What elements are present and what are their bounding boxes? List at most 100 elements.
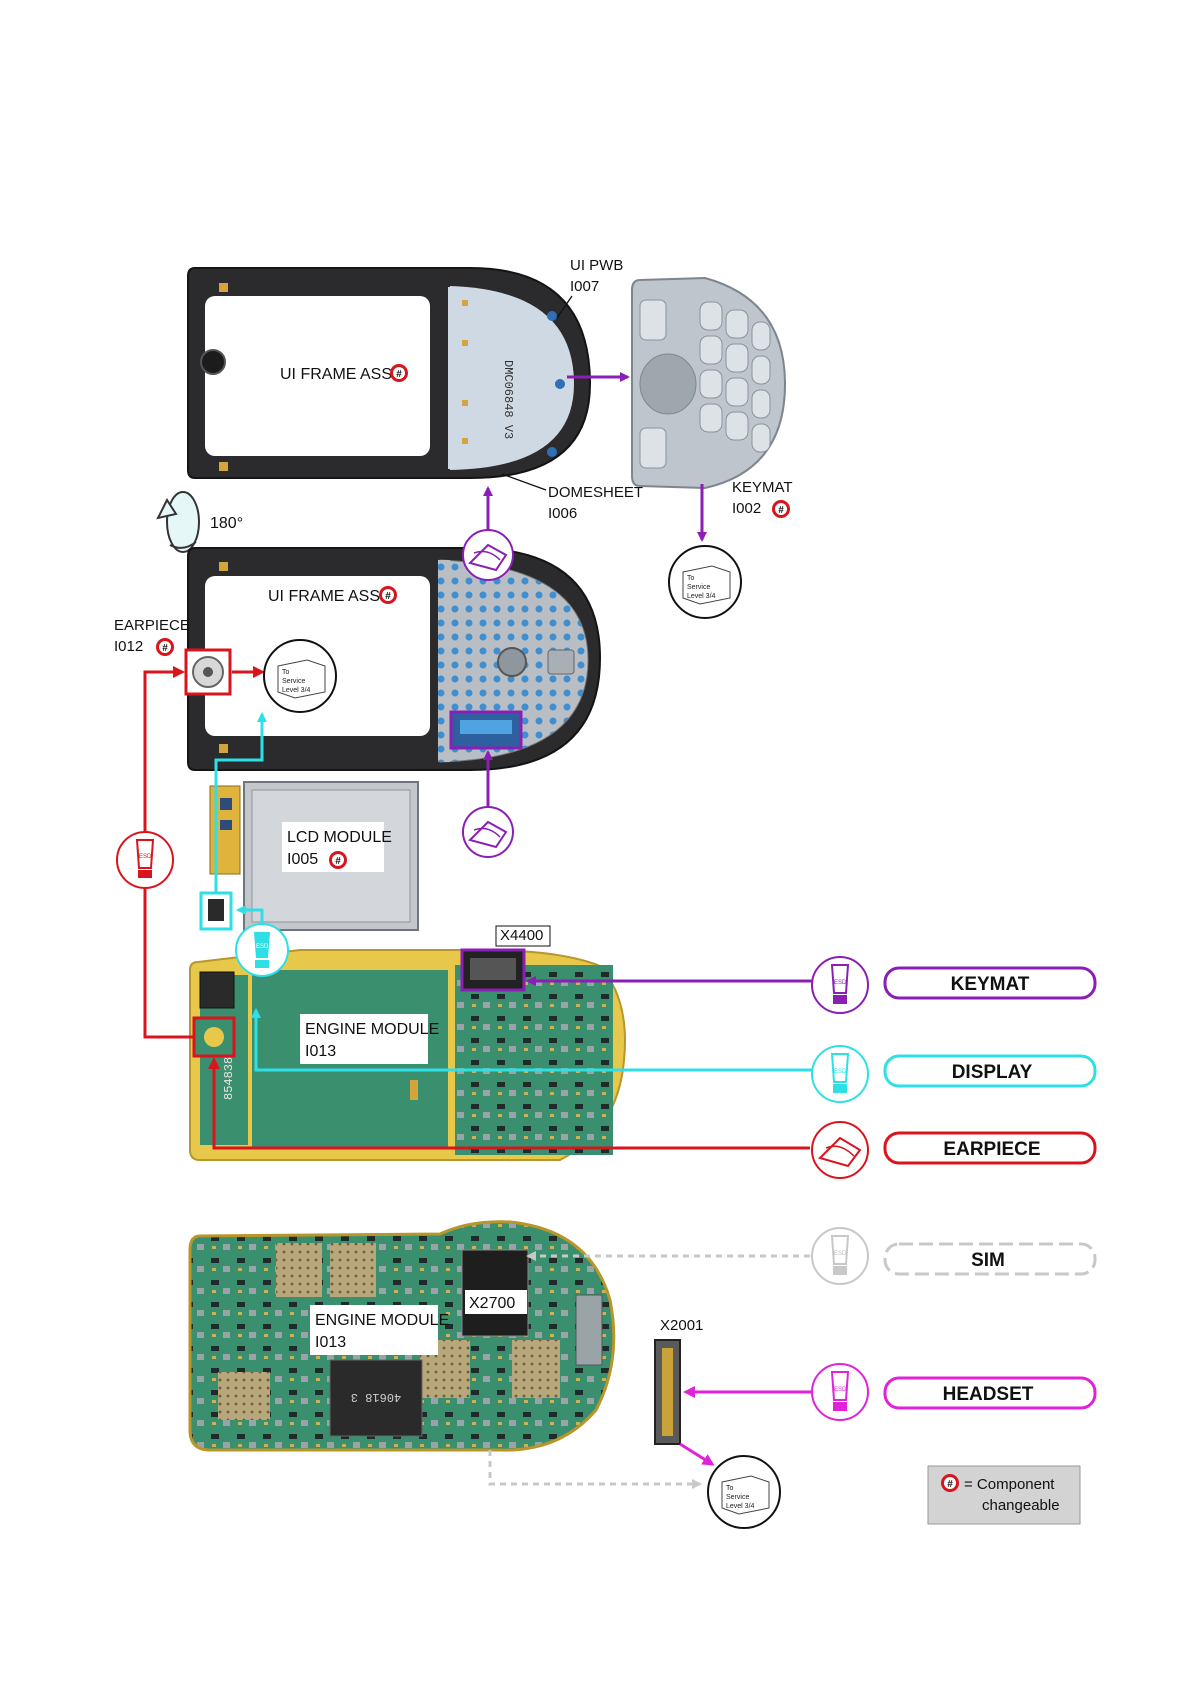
connector-display-box — [883, 1054, 1097, 1088]
earpiece-connection-line — [208, 1057, 810, 1150]
x2001-label: X2001 — [660, 1317, 703, 1334]
domesheet-leader — [501, 473, 547, 491]
x2700-label: X2700 — [469, 1295, 515, 1312]
svg-text:To: To — [687, 575, 695, 582]
svg-text:#: # — [396, 369, 402, 380]
engine-module-board-1: 854838 — [189, 949, 626, 1161]
ui-pwb-leader — [556, 295, 573, 319]
engine-print: 854838 — [222, 1057, 236, 1100]
engine2-print: 40618 3 — [351, 1390, 401, 1404]
svg-text:Service: Service — [282, 678, 305, 685]
svg-text:To: To — [726, 1485, 734, 1492]
sim-dashed-to-service — [488, 1450, 702, 1489]
svg-text:Service: Service — [687, 584, 710, 591]
earpiece-label: EARPIECE — [114, 617, 190, 634]
esd-brush-icon: ESD — [811, 1045, 869, 1103]
keymat-code: I002 — [732, 500, 761, 517]
manual-book-icon — [462, 529, 514, 581]
keymat-part — [631, 276, 787, 490]
changeable-badge: # — [772, 500, 790, 518]
svg-text:Service: Service — [726, 1494, 749, 1501]
keymat-label: KEYMAT — [732, 479, 793, 496]
x4400-connector — [460, 948, 526, 992]
svg-text:#: # — [778, 505, 784, 516]
changeable-badge: # — [390, 364, 408, 382]
svg-text:Level 3/4: Level 3/4 — [282, 687, 311, 694]
lcd-module-code: I005 — [287, 851, 318, 868]
ui-pwb-code: I007 — [570, 278, 599, 295]
esd-brush-icon: ESD — [811, 1363, 869, 1421]
domesheet-connector-highlight — [449, 710, 523, 750]
esd-brush-icon: ESD — [116, 831, 174, 889]
service-level-box-icon: To Service Level 3/4 — [263, 639, 337, 713]
rotation-label: 180° — [210, 515, 243, 532]
earpiece-code: I012 — [114, 638, 143, 655]
connector-sim-box — [883, 1242, 1097, 1276]
svg-text:Level 3/4: Level 3/4 — [687, 593, 716, 600]
domesheet-label: DOMESHEET — [548, 484, 643, 501]
engine-lcd-connector — [199, 971, 235, 1009]
legend-line1: = Component — [964, 1476, 1055, 1493]
manual-book-icon — [462, 806, 514, 858]
engine-module-1-code: I013 — [305, 1043, 336, 1060]
ui-frame-assy-mid — [187, 547, 602, 771]
svg-text:ESD: ESD — [256, 944, 269, 950]
connector-keymat-box — [883, 966, 1097, 1000]
esd-brush-icon: ESD — [235, 923, 289, 977]
display-connection-line — [251, 1008, 812, 1072]
x2001-connector — [654, 1339, 681, 1445]
svg-text:ESD: ESD — [834, 1387, 847, 1393]
engine-module-2-label-bg — [310, 1305, 438, 1355]
engine-module-2-code: I013 — [315, 1334, 346, 1351]
svg-text:ESD: ESD — [139, 854, 152, 860]
svg-text:#: # — [947, 1479, 953, 1490]
svg-text:#: # — [335, 856, 341, 867]
svg-text:#: # — [162, 643, 168, 654]
x4400-label: X4400 — [500, 927, 543, 944]
ui-frame-top-label: UI FRAME ASSY — [280, 366, 403, 383]
pwb-print: DMC06848 V3 — [501, 360, 515, 439]
x4400-label-box — [495, 925, 551, 947]
svg-text:To: To — [282, 669, 290, 676]
connector-earpiece-box — [883, 1131, 1097, 1165]
engine-module-1-label: ENGINE MODULE — [305, 1021, 439, 1038]
ui-frame-mid-label-bg — [264, 583, 400, 609]
connector-headset-box — [883, 1376, 1097, 1410]
engine-module-1-label-bg — [300, 1014, 428, 1064]
changeable-badge: # — [329, 851, 347, 869]
svg-text:#: # — [385, 591, 391, 602]
connector-earpiece-label: EARPIECE — [943, 1139, 1040, 1160]
connector-headset-label: HEADSET — [943, 1384, 1034, 1405]
domesheet-code: I006 — [548, 505, 577, 522]
rotate-180-icon — [156, 491, 200, 553]
engine-earpiece-pad — [192, 1016, 236, 1058]
service-level-box-icon: To Service Level 3/4 — [668, 545, 742, 619]
earpiece-part — [184, 648, 232, 696]
x2700-label-bg — [465, 1290, 527, 1314]
ui-pwb-board: DMC06848 V3 — [462, 300, 565, 457]
ui-frame-top-label-bg — [276, 360, 406, 386]
connector-keymat-label: KEYMAT — [951, 974, 1030, 995]
manual-book-icon — [811, 1121, 869, 1179]
svg-text:ESD: ESD — [834, 980, 847, 986]
display-to-service-line — [214, 712, 267, 893]
service-level-box-icon: To Service Level 3/4 — [707, 1455, 781, 1529]
changeable-badge: # — [379, 586, 397, 604]
connector-sim-label: SIM — [971, 1250, 1005, 1271]
lcd-module-label: LCD MODULE — [287, 829, 392, 846]
esd-brush-icon: ESD — [811, 956, 869, 1014]
legend-line2: changeable — [982, 1497, 1060, 1514]
ui-frame-mid-label: UI FRAME ASSY — [268, 588, 391, 605]
legend-box: # = Component changeable — [927, 1465, 1081, 1525]
ui-pwb-label: UI PWB — [570, 257, 623, 274]
esd-brush-icon: ESD — [811, 1227, 869, 1285]
changeable-badge: # — [156, 638, 174, 656]
headset-to-service-arrow — [679, 1442, 715, 1466]
engine-module-2-label: ENGINE MODULE — [315, 1312, 449, 1329]
connector-display-label: DISPLAY — [952, 1062, 1033, 1083]
svg-text:ESD: ESD — [834, 1251, 847, 1257]
svg-text:Level 3/4: Level 3/4 — [726, 1503, 755, 1510]
lcd-flex-connector — [199, 891, 233, 931]
svg-text:ESD: ESD — [834, 1069, 847, 1075]
